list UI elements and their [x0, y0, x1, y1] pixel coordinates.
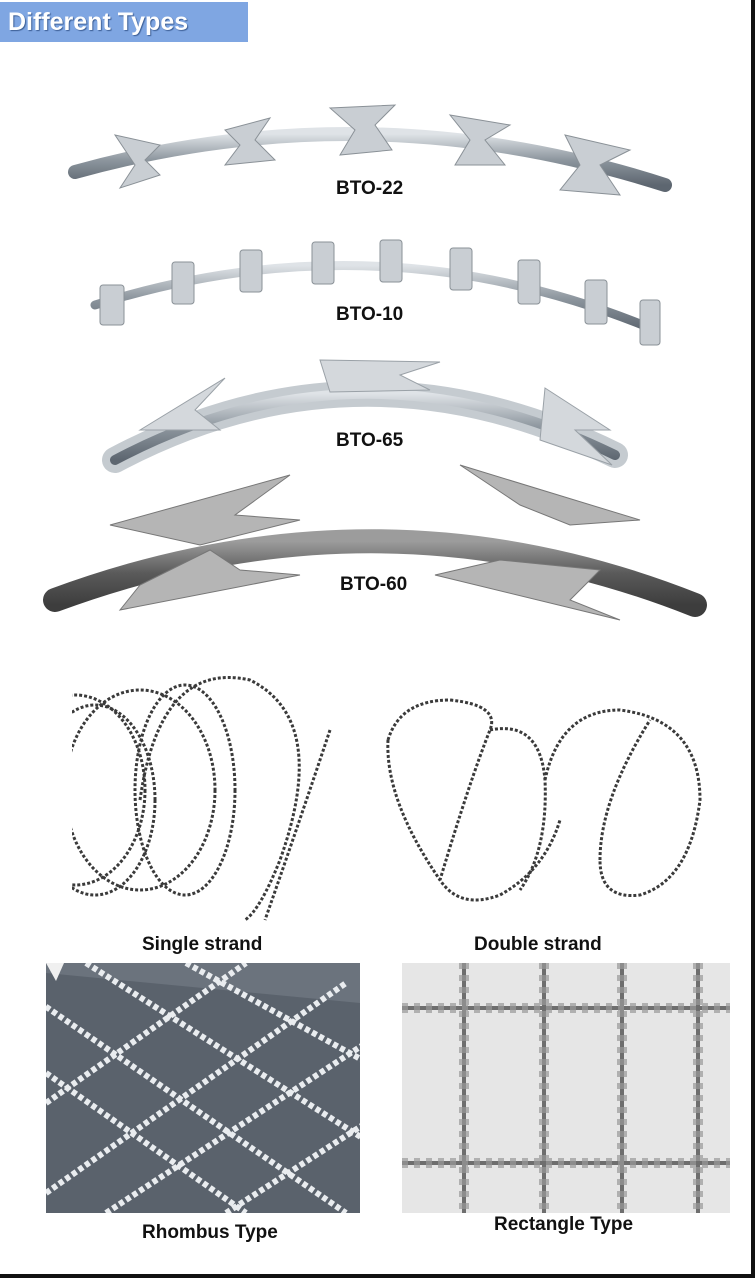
wire-bto-60 — [43, 464, 707, 621]
rhombus-mesh-image — [46, 963, 360, 1213]
wire-label-bto-60: BTO-60 — [340, 574, 408, 595]
wire-bto-22 — [68, 104, 672, 196]
panel-label-rhombus: Rhombus Type — [142, 1222, 278, 1243]
rectangle-mesh-image — [402, 963, 730, 1213]
wire-bto-65 — [102, 359, 628, 473]
coil-label-double-strand: Double strand — [474, 934, 602, 955]
panel-label-rectangle: Rectangle Type — [494, 1214, 634, 1235]
wire-label-bto-10: BTO-10 — [336, 304, 404, 325]
wire-bto-10 — [90, 239, 661, 346]
wire-label-bto-65: BTO-65 — [336, 430, 404, 451]
wire-label-bto-22: BTO-22 — [336, 178, 404, 199]
coil-label-single-strand: Single strand — [142, 934, 263, 955]
wire-samples-illustration — [43, 104, 707, 621]
section-title: Different Types — [0, 2, 248, 42]
